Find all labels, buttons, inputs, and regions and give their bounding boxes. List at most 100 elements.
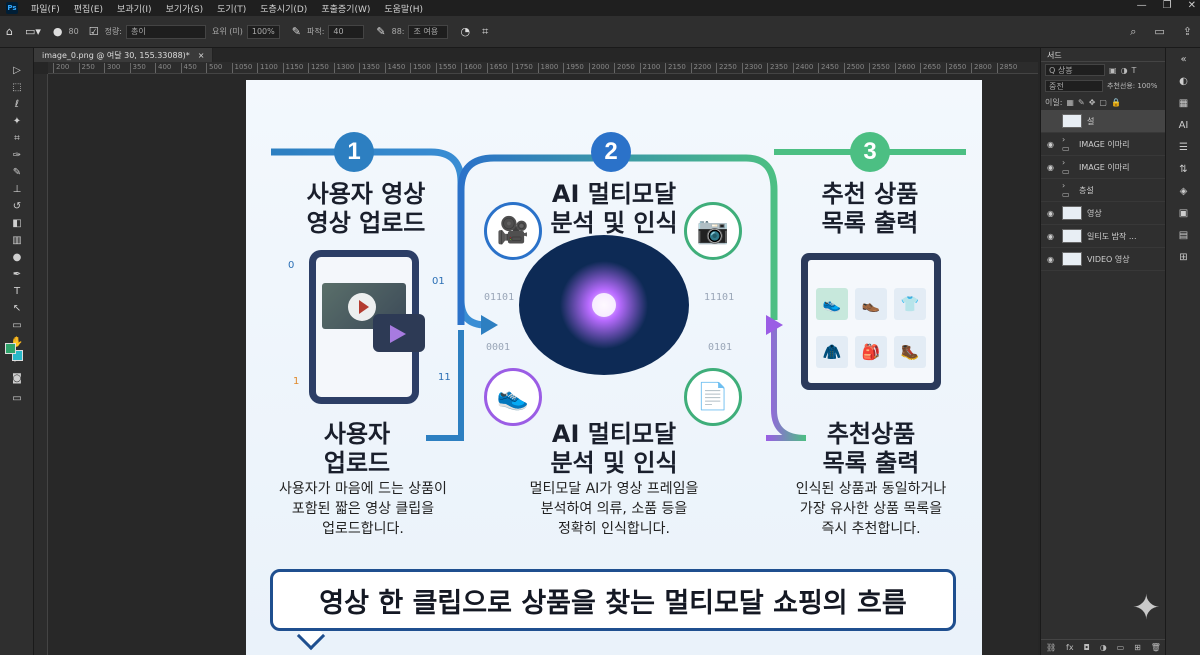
- quick-mask-icon[interactable]: ◙: [12, 373, 22, 384]
- options-bar: ⌂ ▭▾ ● 80 ☑ 정량: 총이 요위 (미) 100% ✎ 파적: 40 …: [0, 16, 1200, 48]
- layers-panel-icon[interactable]: ◈: [1179, 185, 1188, 197]
- paths-panel-icon[interactable]: ▤: [1178, 229, 1189, 241]
- checkbox-icon[interactable]: ☑: [88, 25, 99, 38]
- lock-all-icon[interactable]: 🔒: [1110, 97, 1121, 107]
- angle-icon[interactable]: ◔: [460, 25, 471, 38]
- blend-mode-select[interactable]: 중전: [1045, 80, 1103, 92]
- share-icon[interactable]: ⇪: [1182, 24, 1192, 38]
- layer-item[interactable]: 설: [1041, 110, 1165, 133]
- history-brush-icon[interactable]: ↺: [12, 201, 22, 212]
- eye-icon[interactable]: ◉: [1047, 254, 1054, 264]
- trash-icon[interactable]: 🗑: [1150, 643, 1161, 652]
- layer-item[interactable]: › ▭ 층설: [1041, 179, 1165, 202]
- ai-panel-icon[interactable]: AI: [1178, 119, 1189, 131]
- phone-digit-1: 0: [288, 260, 295, 271]
- layer-item[interactable]: ◉ VIDEO 영상: [1041, 248, 1165, 271]
- layer-opacity-label[interactable]: 추천선용: 100%: [1107, 82, 1158, 90]
- stamp-tool-icon[interactable]: ⊥: [12, 184, 22, 195]
- layers-panel-tab[interactable]: 서드: [1041, 48, 1165, 62]
- menu-image[interactable]: 보과기(I): [117, 4, 152, 15]
- filter-adjust-icon[interactable]: ◑: [1120, 65, 1128, 75]
- tab-close-icon[interactable]: ×: [197, 50, 205, 60]
- new-group-icon[interactable]: ▭: [1116, 643, 1125, 652]
- menu-type[interactable]: 도기(T): [217, 4, 247, 15]
- lock-row: 이일: ▦ ✎ ✥ ▢ 🔒: [1041, 94, 1165, 110]
- eye-icon[interactable]: ◉: [1047, 162, 1054, 172]
- opacity-field[interactable]: 100%: [246, 24, 280, 39]
- layer-item[interactable]: ◉ 일티도 밤작 ...: [1041, 225, 1165, 248]
- brush-size-icon[interactable]: ●: [52, 25, 63, 38]
- adjustments-panel-icon[interactable]: ⇅: [1179, 163, 1188, 175]
- menu-layer[interactable]: 보기가(S): [165, 4, 204, 15]
- brush-tool-icon[interactable]: ✎: [12, 167, 22, 178]
- lock-pixels-icon[interactable]: ▦: [1066, 97, 1074, 107]
- eye-icon[interactable]: ◉: [1047, 139, 1054, 149]
- collapse-panels-icon[interactable]: «: [1180, 53, 1187, 65]
- minimize-icon[interactable]: —: [1136, 0, 1147, 11]
- eye-icon[interactable]: ◉: [1047, 208, 1054, 218]
- foreground-color-swatch[interactable]: [5, 343, 16, 354]
- pen-tool-icon[interactable]: ✒: [12, 269, 22, 280]
- fx-icon[interactable]: fx: [1066, 643, 1074, 652]
- menu-filter[interactable]: 포출증기(W): [321, 4, 371, 15]
- menu-file[interactable]: 파일(F): [31, 4, 60, 15]
- lock-move-icon[interactable]: ✥: [1088, 97, 1096, 107]
- search-icon[interactable]: ⌕: [1130, 24, 1137, 38]
- canvas-area[interactable]: 1 2 3 사용자 영상 영상 업로드 AI 멀티모달 분석 및 인식 추천 상…: [48, 74, 1038, 655]
- gradient-tool-icon[interactable]: ▥: [12, 235, 22, 246]
- document-title: image_0.png @ 여달 30, 155.33088)*: [42, 50, 190, 60]
- bottom-2-title-line2: 분석 및 인식: [550, 449, 678, 477]
- layer-item[interactable]: ◉ › ▭ IMAGE 이마리: [1041, 156, 1165, 179]
- workspace-icon[interactable]: ▭: [1154, 24, 1165, 38]
- lasso-tool-icon[interactable]: ℓ: [14, 99, 20, 110]
- ruler-tick: 2300: [741, 63, 763, 73]
- layer-item[interactable]: ◉ 영상: [1041, 202, 1165, 225]
- move-tool-icon[interactable]: ▷: [13, 65, 21, 76]
- document-tab[interactable]: image_0.png @ 여달 30, 155.33088)* ×: [34, 48, 214, 62]
- ruler-tick: 2800: [971, 63, 992, 73]
- path-select-icon[interactable]: ↖: [12, 303, 22, 314]
- type-tool-icon[interactable]: T: [13, 286, 21, 297]
- menu-help[interactable]: 도움말(H): [384, 4, 424, 15]
- layer-item[interactable]: ◉ › ▭ IMAGE 이마리: [1041, 133, 1165, 156]
- shape-tool-icon[interactable]: ▭: [12, 320, 22, 331]
- mode-select[interactable]: 총이: [126, 24, 206, 39]
- maximize-icon[interactable]: ❐: [1162, 0, 1172, 11]
- history-panel-icon[interactable]: ⊞: [1179, 251, 1188, 263]
- symmetry-icon[interactable]: ⌗: [482, 24, 489, 38]
- brush-preset-icon[interactable]: ▭▾: [24, 25, 41, 38]
- dodge-tool-icon[interactable]: ●: [12, 252, 22, 263]
- home-icon[interactable]: ⌂: [6, 25, 13, 38]
- filter-image-icon[interactable]: ▣: [1109, 65, 1117, 75]
- eyedropper-icon[interactable]: ✑: [12, 150, 22, 161]
- properties-panel-icon[interactable]: ☰: [1179, 141, 1188, 153]
- magic-wand-icon[interactable]: ✦: [12, 116, 22, 127]
- marquee-tool-icon[interactable]: ⬚: [12, 82, 22, 93]
- crop-tool-icon[interactable]: ⌗: [14, 133, 20, 144]
- add-mask-icon[interactable]: ◘: [1083, 643, 1090, 652]
- new-layer-icon[interactable]: ⊞: [1134, 643, 1141, 652]
- smoothing-field[interactable]: 조 여용: [408, 24, 449, 39]
- pressure-opacity-icon[interactable]: ✎: [291, 25, 301, 38]
- eye-icon[interactable]: ◉: [1047, 231, 1054, 241]
- flow-field[interactable]: 40: [328, 24, 365, 39]
- airbrush-icon[interactable]: ✎: [376, 25, 386, 38]
- close-icon[interactable]: ✕: [1187, 0, 1196, 11]
- hand-tool-icon[interactable]: ✋: [10, 337, 24, 348]
- menu-edit[interactable]: 편집(E): [73, 4, 104, 15]
- lock-artboard-icon[interactable]: ▢: [1099, 97, 1107, 107]
- menu-select[interactable]: 도층시기(D): [260, 4, 308, 15]
- eraser-tool-icon[interactable]: ◧: [12, 218, 22, 229]
- adjustment-layer-icon[interactable]: ◑: [1099, 643, 1107, 652]
- channels-panel-icon[interactable]: ▣: [1178, 207, 1189, 219]
- screen-mode-icon[interactable]: ▭: [12, 393, 22, 404]
- swatches-panel-icon[interactable]: ▦: [1178, 97, 1189, 109]
- filter-type-icon[interactable]: T: [1131, 65, 1137, 75]
- panel-icon-strip: « ◐ ▦ AI ☰ ⇅ ◈ ▣ ▤ ⊞: [1165, 48, 1200, 655]
- background-color-swatch[interactable]: [12, 350, 23, 361]
- layer-filter-select[interactable]: Q 상봉: [1045, 64, 1105, 76]
- color-panel-icon[interactable]: ◐: [1179, 75, 1188, 87]
- lock-paint-icon[interactable]: ✎: [1077, 97, 1085, 107]
- link-layers-icon[interactable]: ⛓: [1045, 643, 1057, 652]
- infographic-artboard[interactable]: 1 2 3 사용자 영상 영상 업로드 AI 멀티모달 분석 및 인식 추천 상…: [246, 80, 982, 655]
